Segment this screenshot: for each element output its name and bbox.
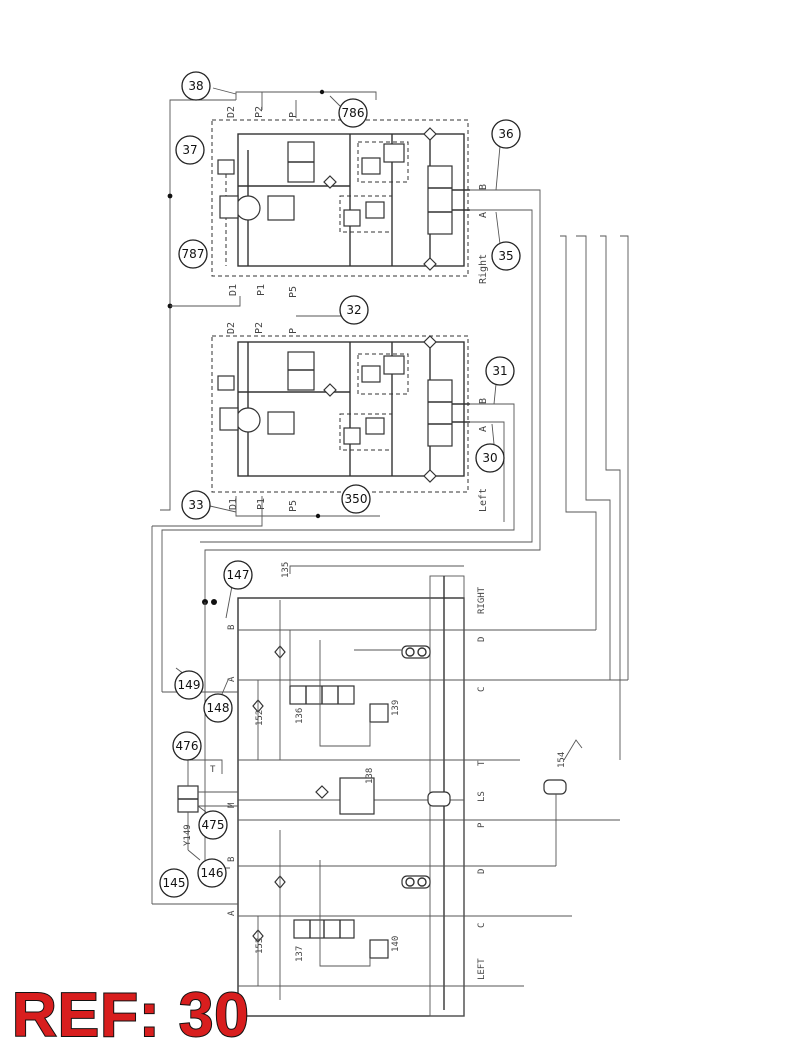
callout-146: 146 <box>187 849 227 888</box>
valve-140 <box>369 939 389 959</box>
left-solenoid-valve <box>287 351 315 391</box>
left-port-a: A <box>478 426 489 432</box>
lower-label-c-upper: C <box>477 687 487 692</box>
label-153: 153 <box>255 938 265 954</box>
callout-37: 37 <box>175 135 205 165</box>
lower-port-a-upper: A <box>227 676 237 682</box>
callout-32: 32 <box>339 295 369 325</box>
right-port-b: B <box>478 184 489 190</box>
relief-valve-138 <box>339 777 375 815</box>
lower-port-a-lower: A <box>227 910 237 916</box>
left-port-p5: P5 <box>288 500 299 512</box>
label-t-tank: T <box>210 765 216 775</box>
label-135: 135 <box>281 562 291 578</box>
valve-139 <box>369 703 389 723</box>
callout-475-text: 475 <box>202 818 225 832</box>
left-port-p2: P2 <box>254 322 265 334</box>
left-port-d1: D1 <box>228 498 239 510</box>
callout-37-text: 37 <box>182 143 197 157</box>
callout-147-text: 147 <box>227 568 250 582</box>
shuttle-valve-154 <box>543 779 567 795</box>
callout-33-text: 33 <box>188 498 203 512</box>
callout-786-text: 786 <box>342 106 365 120</box>
label-154: 154 <box>557 752 567 768</box>
left-directional-valve <box>427 379 453 447</box>
left-port-p1: P1 <box>256 498 267 510</box>
lower-label-left: LEFT <box>477 958 487 980</box>
callout-149: 149 <box>174 667 204 700</box>
callout-148-text: 148 <box>207 701 230 715</box>
callout-33: 33 <box>181 490 237 520</box>
callout-146-text: 146 <box>201 866 224 880</box>
callout-149-text: 149 <box>178 678 201 692</box>
callout-145-text: 145 <box>163 876 186 890</box>
callout-32-text: 32 <box>346 303 361 317</box>
shuttle-valve-lower <box>401 875 431 889</box>
right-pump-symbol <box>235 195 261 221</box>
callout-476: 476 <box>172 731 202 761</box>
right-port-p: P <box>288 112 299 118</box>
lower-manifold-block: RIGHT D C T LS P D C LEFT B A M B A 135 … <box>152 562 628 1017</box>
lower-label-p: P <box>477 822 487 828</box>
callout-31-text: 31 <box>492 364 507 378</box>
lower-label-d-lower: D <box>477 869 487 874</box>
right-port-d1: D1 <box>228 284 239 296</box>
lower-port-m: M <box>227 802 237 808</box>
lower-label-right: RIGHT <box>477 586 487 614</box>
left-valve-outline <box>211 335 469 493</box>
lower-label-t: T <box>477 760 487 766</box>
callout-350-text: 350 <box>345 492 368 506</box>
right-port-p2: P2 <box>254 106 265 118</box>
callout-38-text: 38 <box>188 79 203 93</box>
callout-787: 787 <box>178 239 208 269</box>
callout-31: 31 <box>485 356 515 405</box>
label-y149: Y149 <box>183 824 193 846</box>
label-136: 136 <box>295 708 305 724</box>
left-port-d2: D2 <box>226 322 237 334</box>
shuttle-valve-upper <box>401 645 431 659</box>
lower-port-b-upper: B <box>227 625 237 630</box>
label-140: 140 <box>391 936 401 952</box>
left-port-b: B <box>478 398 489 404</box>
callout-36: 36 <box>491 119 521 191</box>
lower-label-c-lower: C <box>477 923 487 928</box>
right-valve-block: D2 P2 P D1 P1 P5 B A Right <box>211 106 489 298</box>
lower-port-b-lower: B <box>227 857 237 862</box>
callout-38: 38 <box>181 71 237 101</box>
label-152: 152 <box>255 710 265 726</box>
right-directional-valve <box>427 165 453 235</box>
callout-148: 148 <box>203 679 233 723</box>
label-137: 137 <box>295 946 305 962</box>
shuttle-valve-ls <box>427 791 451 807</box>
callout-35: 35 <box>491 211 521 271</box>
right-valve-outline <box>211 119 469 277</box>
callout-786: 786 <box>329 95 368 128</box>
left-pump-symbol <box>235 407 261 433</box>
callout-147: 147 <box>223 560 253 619</box>
left-side-label: Left <box>478 488 489 512</box>
callout-35-text: 35 <box>498 249 513 263</box>
label-138: 138 <box>365 768 375 784</box>
right-port-p1: P1 <box>256 284 267 296</box>
reference-label: REF: 30 <box>11 981 250 1050</box>
callout-787-text: 787 <box>182 247 205 261</box>
left-port-p: P <box>288 328 299 334</box>
callout-145: 145 <box>159 868 189 898</box>
lower-label-d-upper: D <box>477 637 487 642</box>
right-port-d2: D2 <box>226 106 237 118</box>
lower-label-ls: LS <box>477 791 487 802</box>
label-139: 139 <box>391 700 401 716</box>
callout-350: 350 <box>341 484 371 514</box>
right-port-p5: P5 <box>288 286 299 298</box>
right-port-a: A <box>478 212 489 218</box>
callout-476-text: 476 <box>176 739 199 753</box>
callout-30: 30 <box>475 423 505 473</box>
callout-36-text: 36 <box>498 127 513 141</box>
left-valve-block: D2 P2 P D1 P1 P5 B A Left <box>211 322 489 512</box>
right-side-label: Right <box>478 254 489 284</box>
callout-475: 475 <box>197 805 228 840</box>
callout-30-text: 30 <box>482 451 497 465</box>
